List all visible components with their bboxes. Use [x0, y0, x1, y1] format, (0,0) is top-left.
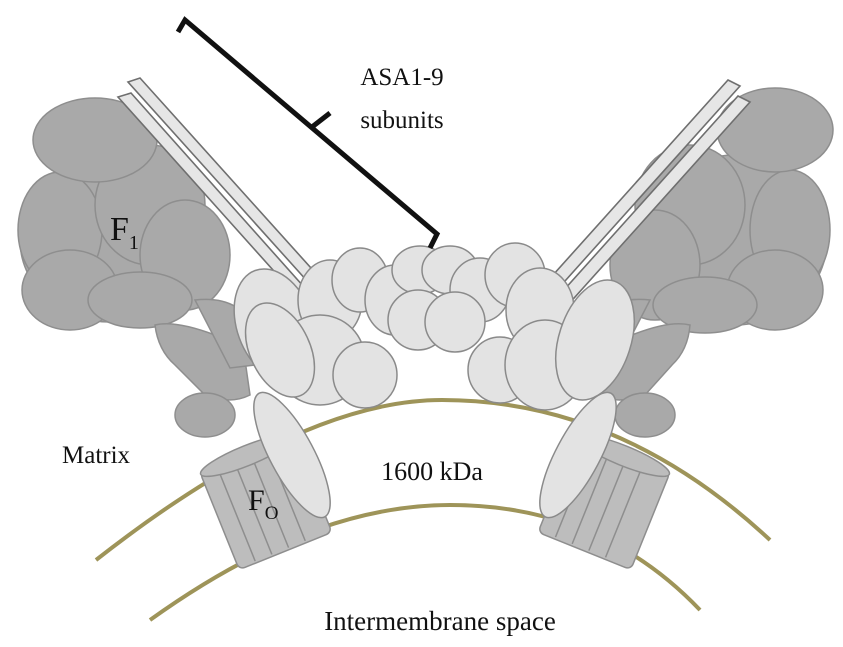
- asa-label: ASA1-9: [360, 64, 443, 91]
- asa-bracket: [178, 20, 437, 248]
- intermembrane-label: Intermembrane space: [324, 606, 556, 636]
- mass-label: 1600 kDa: [381, 457, 483, 486]
- asa-subunits-label: subunits: [360, 107, 443, 134]
- matrix-label: Matrix: [62, 442, 131, 469]
